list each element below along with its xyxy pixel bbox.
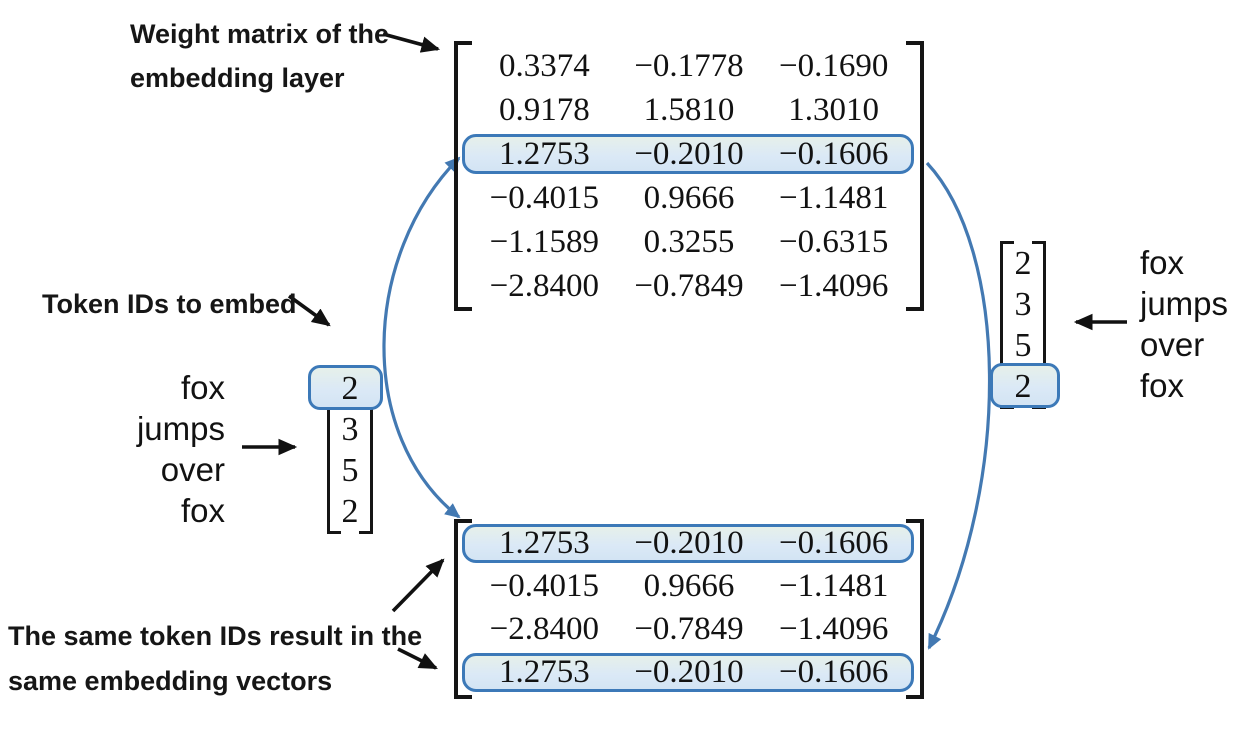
matrix-value: −1.4096	[778, 611, 889, 647]
curve-right-token-to-row	[925, 161, 992, 650]
matrix-value: 1.2753	[498, 525, 590, 561]
token-word: over	[1140, 326, 1205, 363]
token-word: jumps	[136, 410, 225, 447]
weight-matrix-label-line1: Weight matrix of the	[130, 19, 390, 49]
token-id-value: 3	[1014, 285, 1032, 323]
token-id-right-row: 2	[990, 363, 1060, 408]
token-word: fox	[180, 369, 225, 406]
arrow-same-label-to-row1	[391, 558, 445, 613]
token-id-right-row: 3	[1000, 284, 1046, 325]
matrix-value: −0.6315	[778, 223, 889, 260]
matrix-value: −1.1589	[489, 223, 600, 260]
weight-matrix-label-line2: embedding layer	[130, 63, 345, 93]
matrix-value: 1.5810	[643, 91, 735, 128]
highlight-box	[462, 134, 914, 174]
weight-matrix-row: 1.2753 −0.2010 −0.1606	[462, 132, 914, 176]
same-token-ids-label-line1: The same token IDs result in the	[8, 621, 423, 651]
embedding-output-row: −2.8400 −0.7849 −1.4096	[472, 608, 906, 651]
same-token-ids-label: The same token IDs result in the same em…	[8, 614, 428, 704]
token-id-right-row: 2	[1000, 243, 1046, 284]
embedding-output-matrix: 1.2753 −0.2010 −0.1606 −0.4015 0.9666 −1.1481…	[454, 519, 924, 699]
matrix-value: −0.7849	[634, 611, 744, 647]
matrix-value: −0.2010	[634, 654, 744, 690]
matrix-value: −0.1606	[778, 135, 889, 172]
token-id-left-row: 5	[327, 450, 373, 491]
embedding-output-rows: 1.2753 −0.2010 −0.1606 −0.4015 0.9666 −1.1481…	[462, 522, 914, 696]
weight-matrix-row: −2.8400 −0.7849 −1.4096	[472, 264, 906, 308]
token-id-left-row: 3	[327, 409, 373, 450]
matrix-value: −1.4096	[778, 267, 889, 304]
left-bracket	[454, 519, 472, 699]
embedding-output-row: 1.2753 −0.2010 −0.1606	[462, 522, 914, 565]
matrix-value: 0.9666	[643, 568, 735, 604]
matrix-value: −0.1778	[634, 47, 744, 84]
embedding-output-row: 1.2753 −0.2010 −0.1606	[462, 651, 914, 694]
left-bracket	[454, 41, 472, 311]
weight-matrix-row: −1.1589 0.3255 −0.6315	[472, 220, 906, 264]
matrix-value: −1.1481	[778, 179, 889, 216]
matrix-value: −0.4015	[489, 568, 600, 604]
token-id-left-row: 2	[327, 491, 373, 532]
matrix-value: −0.1690	[778, 47, 889, 84]
highlight-box	[462, 524, 914, 563]
token-id-value: 2	[1014, 367, 1032, 405]
weight-matrix-row: 0.9178 1.5810 1.3010	[472, 88, 906, 132]
matrix-value: 1.2753	[498, 135, 590, 172]
token-word: fox	[1140, 244, 1185, 281]
weight-matrix-row: 0.3374 −0.1778 −0.1690	[472, 44, 906, 88]
token-word: over	[160, 451, 225, 488]
token-ids-label: Token IDs to embed	[42, 289, 297, 319]
token-id-value: 5	[341, 451, 359, 489]
matrix-value: −0.7849	[634, 267, 744, 304]
same-token-ids-label-line2: same embedding vectors	[8, 666, 333, 696]
matrix-value: 0.9178	[498, 91, 590, 128]
matrix-value: 1.3010	[788, 91, 880, 128]
weight-matrix: 0.3374 −0.1778 −0.1690 0.9178 1.5810 1.3010 1.…	[454, 41, 924, 311]
weight-matrix-row: −0.4015 0.9666 −1.1481	[472, 176, 906, 220]
matrix-value: −0.2010	[634, 525, 744, 561]
token-id-value: 2	[1014, 244, 1032, 282]
token-words-right: fox jumps over fox	[1140, 242, 1244, 406]
weight-matrix-label: Weight matrix of the embedding layer	[130, 12, 430, 100]
token-id-left-row: 2	[308, 365, 383, 410]
matrix-value: −0.1606	[778, 654, 889, 690]
token-id-value: 2	[341, 369, 359, 407]
matrix-value: 0.9666	[643, 179, 735, 216]
highlight-box	[990, 363, 1060, 408]
right-bracket	[906, 41, 924, 311]
matrix-value: −0.1606	[778, 525, 889, 561]
weight-matrix-rows: 0.3374 −0.1778 −0.1690 0.9178 1.5810 1.3010 1.…	[462, 44, 914, 308]
token-word: fox	[180, 492, 225, 529]
matrix-value: −1.1481	[778, 568, 889, 604]
right-bracket	[906, 519, 924, 699]
highlight-box	[462, 653, 914, 692]
token-word: jumps	[1140, 285, 1229, 322]
highlight-box	[308, 365, 383, 410]
token-id-value: 3	[341, 410, 359, 448]
token-id-right-row: 5	[1000, 325, 1046, 366]
embedding-output-row: −0.4015 0.9666 −1.1481	[472, 565, 906, 608]
matrix-value: −2.8400	[489, 611, 600, 647]
token-id-value: 2	[341, 492, 359, 530]
curve-left-token-to-rows	[382, 156, 461, 519]
token-id-value: 5	[1014, 326, 1032, 364]
token-word: fox	[1140, 367, 1185, 404]
matrix-value: 1.2753	[498, 654, 590, 690]
token-words-left: fox jumps over fox	[25, 367, 225, 531]
matrix-value: −0.2010	[634, 135, 744, 172]
matrix-value: 0.3374	[498, 47, 590, 84]
matrix-value: 0.3255	[643, 223, 735, 260]
matrix-value: −0.4015	[489, 179, 600, 216]
matrix-value: −2.8400	[489, 267, 600, 304]
